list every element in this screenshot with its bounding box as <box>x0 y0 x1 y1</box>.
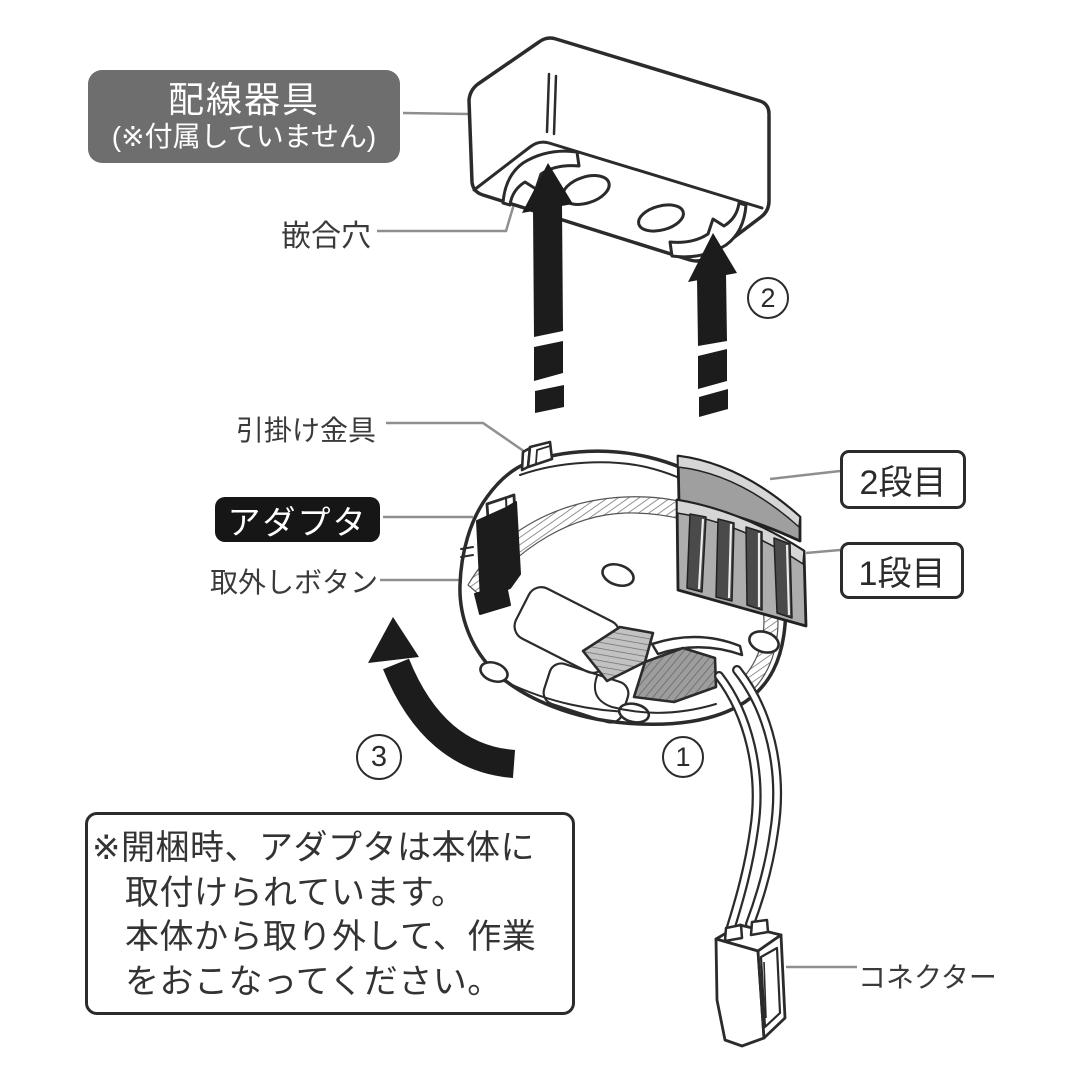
note-line-4: をおこなってください。 <box>125 962 502 1001</box>
arrow-up-left-dash <box>534 341 563 381</box>
release-button <box>460 493 521 615</box>
arrow-up-right-shaft <box>697 273 727 346</box>
note-line-1: ※開梱時、アダプタは本体に <box>92 829 535 867</box>
arrow-up-right-dash <box>698 349 727 389</box>
leader-wiring-device <box>402 111 469 116</box>
arrow-up-left-head <box>522 163 573 213</box>
wiring-device-line2: (※付属していません) <box>111 120 377 152</box>
fitting-slot-left <box>501 149 581 207</box>
step-2-badge: 2 <box>747 277 789 319</box>
catch-tier1-top <box>676 499 805 565</box>
rotate-arrow-head <box>368 617 419 663</box>
hook-fitting-label: 引掛け金具 <box>236 415 377 446</box>
fitting-hole-label: 嵌合穴 <box>281 220 371 253</box>
rotate-arrow <box>368 617 516 778</box>
screw-hole <box>479 660 509 684</box>
catch-teeth-highlights <box>697 518 791 616</box>
button-wedge <box>474 584 511 615</box>
wiring-device-line1: 配線器具 <box>167 78 320 120</box>
fixture-bottom-crease <box>472 140 764 210</box>
arrow-up-left-dash <box>535 385 564 413</box>
adapter-label: アダプタ <box>215 497 380 542</box>
connector-wire-stub <box>723 923 744 943</box>
screw-hole <box>748 630 780 654</box>
release-button-label: 取外しボタン <box>210 567 379 598</box>
catch-tier2-top <box>677 455 801 528</box>
fixture-seam-line <box>552 74 558 136</box>
step-1-badge: 1 <box>662 736 704 778</box>
connector-wire-stub <box>749 918 770 937</box>
slider-front-face <box>632 646 718 704</box>
wiring-fixture-box <box>467 36 771 263</box>
slider-ribbed-face <box>581 625 655 683</box>
tier1-label-box: 1段目 <box>840 542 964 599</box>
connector-front <box>714 937 766 1048</box>
screw-hole <box>601 562 635 588</box>
rim-detail-line <box>460 546 474 550</box>
insert-arrows <box>522 163 737 417</box>
connector-latch-line <box>763 961 767 1019</box>
note-line-2: 取付けられています。 <box>125 873 466 912</box>
step-3-badge: 3 <box>356 734 402 780</box>
fitting-slot-right <box>668 201 748 259</box>
tier2-label-box: 2段目 <box>840 450 966 509</box>
unpacking-note-box: ※開梱時、アダプタは本体に 取付けられています。 本体から取り外して、作業 をお… <box>85 812 575 1015</box>
knockout-oval <box>637 203 685 233</box>
leader-tier1 <box>805 548 841 555</box>
center-slider <box>581 625 744 714</box>
screw-hole <box>617 702 651 724</box>
fixture-seam-line <box>545 72 551 134</box>
arrow-up-right-dash <box>699 389 728 417</box>
leader-hook-fitting <box>386 421 529 456</box>
wiring-device-label: 配線器具 (※付属していません) <box>88 70 400 163</box>
slider-shadow-line <box>593 675 717 714</box>
leader-tier2 <box>769 469 841 481</box>
rim-detail-line <box>460 554 474 558</box>
hook-fitting-tab <box>520 440 554 472</box>
connector-plug <box>714 918 787 1048</box>
note-line-3: 本体から取り外して、作業 <box>125 918 537 956</box>
wires <box>714 665 783 932</box>
connector-label: コネクター <box>858 962 997 993</box>
connector-latch <box>759 946 782 1029</box>
arrow-up-right-head <box>688 233 737 282</box>
arrow-up-left-shaft <box>533 205 563 337</box>
ratchet-catch <box>675 454 808 628</box>
